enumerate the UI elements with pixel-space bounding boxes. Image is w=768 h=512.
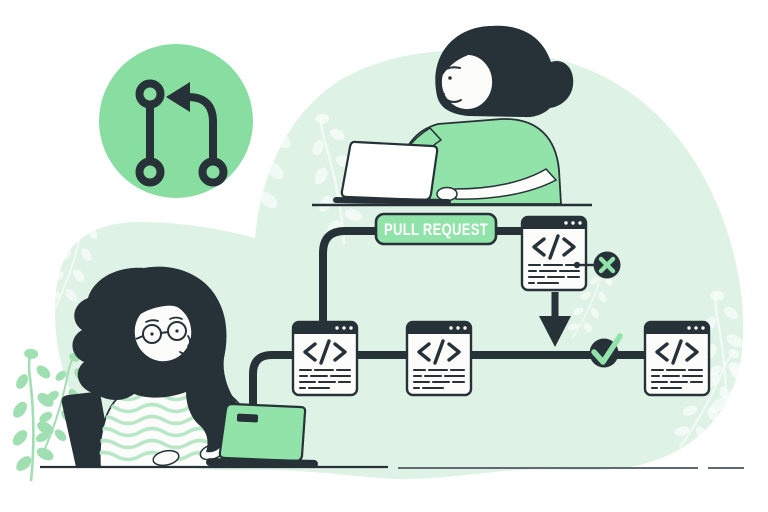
- developer-top: [312, 25, 592, 207]
- face-features: [145, 316, 193, 355]
- main-branch-line: [249, 351, 705, 414]
- glasses-icon: [135, 321, 187, 344]
- x-mark-icon: [573, 251, 621, 279]
- code-file-card-main-2: [405, 320, 473, 397]
- laptop-base: [206, 458, 318, 468]
- laptop-green: [218, 402, 307, 463]
- face-features: [439, 66, 462, 103]
- git-pull-request-icon: [99, 44, 253, 198]
- code-file-card-feature: [520, 215, 588, 292]
- hand: [152, 449, 180, 467]
- arrow-down-icon: [539, 292, 571, 347]
- hair-fringe: [441, 34, 530, 78]
- hand: [436, 186, 458, 202]
- pull-request-label: PULL REQUEST: [374, 212, 498, 246]
- pull-request-label-text: PULL REQUEST: [384, 220, 488, 239]
- laptop-base: [333, 197, 451, 205]
- background-blob: [54, 50, 744, 480]
- check-mark-icon: [589, 333, 623, 368]
- hair-fringe: [133, 291, 197, 324]
- laptop-logo: [236, 413, 259, 423]
- laptop-top: [340, 140, 439, 202]
- developer-bottom: [40, 266, 744, 469]
- code-file-card-main-1: [291, 320, 359, 397]
- code-file-card-main-3: [643, 320, 711, 397]
- pull-request-branch-line: [319, 227, 523, 325]
- branch-lines: [249, 227, 705, 414]
